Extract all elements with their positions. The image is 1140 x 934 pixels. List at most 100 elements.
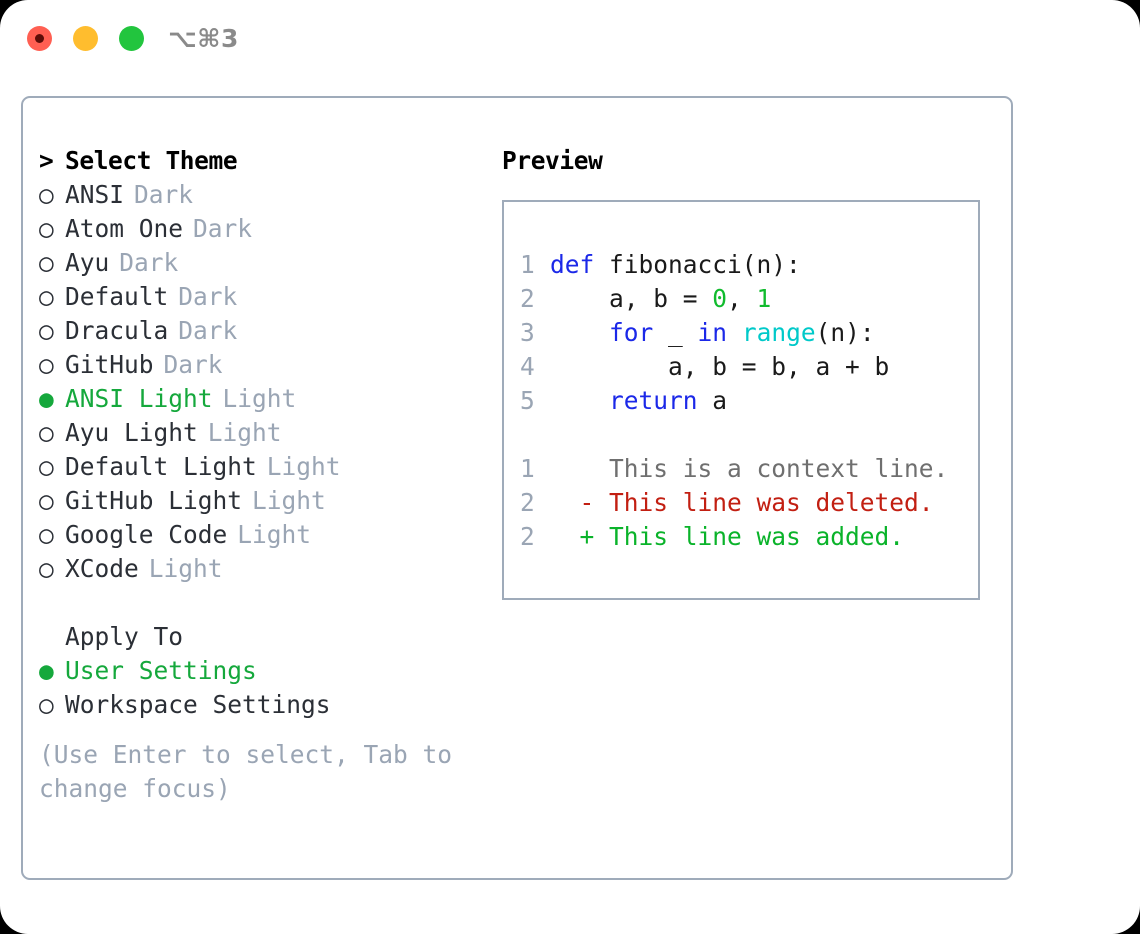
- theme-option-variant: Dark: [119, 248, 179, 277]
- spacer-icon: ○: [39, 620, 65, 654]
- code-token: _: [653, 318, 698, 347]
- line-number: 4: [520, 352, 535, 381]
- theme-option-name: ANSI Light: [65, 384, 213, 413]
- apply-to-option[interactable]: ○Workspace Settings: [39, 688, 499, 722]
- line-number: 2: [520, 522, 535, 551]
- code-token: a, b = b, a + b: [550, 352, 890, 381]
- theme-list-header: >Select Theme: [39, 144, 499, 178]
- diff-line-text: + This line was added.: [550, 522, 905, 551]
- radio-selected-icon: ●: [39, 656, 54, 685]
- theme-option-variant: Light: [222, 384, 297, 413]
- theme-option-variant: Light: [266, 452, 341, 481]
- code-token: a: [697, 386, 728, 415]
- radio-unselected-icon: ○: [39, 316, 54, 345]
- window-controls: [27, 26, 144, 51]
- line-number: 2: [520, 488, 535, 517]
- theme-option-variant: Dark: [134, 180, 194, 209]
- theme-option[interactable]: ○ Atom One Dark: [39, 212, 499, 246]
- theme-option-variant: Dark: [163, 350, 223, 379]
- diff-line: 1 This is a context line.: [520, 452, 978, 486]
- code-token: def: [550, 250, 610, 279]
- diff-line-text: This is a context line.: [550, 454, 949, 483]
- apply-to-option[interactable]: ● User Settings: [39, 654, 499, 688]
- theme-option-variant: Light: [237, 520, 312, 549]
- apply-to-option-name: User Settings: [65, 656, 257, 685]
- theme-option-name: Ayu Light: [65, 418, 198, 447]
- theme-option-name: ANSI: [65, 180, 125, 209]
- theme-option[interactable]: ○ Default Light Light: [39, 450, 499, 484]
- radio-unselected-icon: ○: [39, 452, 54, 481]
- code-token: fibonacci(n):: [609, 250, 801, 279]
- radio-unselected-icon: ○: [39, 180, 54, 209]
- close-button[interactable]: [27, 26, 52, 51]
- theme-option-name: Dracula: [65, 316, 169, 345]
- code-line: 1 def fibonacci(n):: [520, 248, 978, 282]
- keyboard-hint: (Use Enter to select, Tab to change focu…: [39, 740, 453, 803]
- keyboard-shortcut-label: ⌥⌘3: [168, 24, 239, 53]
- theme-option-variant: Light: [148, 554, 223, 583]
- theme-option-name: GitHub: [65, 350, 154, 379]
- code-line: 4 a, b = b, a + b: [520, 350, 978, 384]
- radio-unselected-icon: ○: [39, 520, 54, 549]
- code-token: [727, 318, 742, 347]
- diff-line-text: - This line was deleted.: [550, 488, 934, 517]
- line-number: 1: [520, 250, 535, 279]
- code-line: 3 for _ in range(n):: [520, 316, 978, 350]
- theme-option-variant: Dark: [178, 282, 238, 311]
- code-token: for: [609, 318, 654, 347]
- code-token: return: [609, 386, 698, 415]
- spacer: [520, 418, 978, 452]
- theme-option-name: Default Light: [65, 452, 257, 481]
- theme-option-name: XCode: [65, 554, 139, 583]
- code-token: [550, 318, 609, 347]
- theme-option-name: Ayu: [65, 248, 110, 277]
- theme-option-variant: Dark: [178, 316, 238, 345]
- diff-line: 2 + This line was added.: [520, 520, 978, 554]
- theme-option[interactable]: ○ ANSI Dark: [39, 178, 499, 212]
- line-number: 1: [520, 454, 535, 483]
- apply-to-options: ● User Settings ○Workspace Settings: [39, 654, 499, 722]
- radio-unselected-icon: ○: [39, 418, 54, 447]
- theme-option[interactable]: ● ANSI Light Light: [39, 382, 499, 416]
- code-line: 2 a, b = 0, 1: [520, 282, 978, 316]
- radio-selected-icon: ●: [39, 384, 54, 413]
- theme-option-variant: Light: [252, 486, 326, 515]
- theme-option[interactable]: ○ Ayu Dark: [39, 246, 499, 280]
- theme-option[interactable]: ○ Dracula Dark: [39, 314, 499, 348]
- theme-option-name: Default: [65, 282, 169, 311]
- zoom-button[interactable]: [119, 26, 144, 51]
- diff-sample: 1 This is a context line.2 - This line w…: [520, 452, 978, 554]
- code-line: 5 return a: [520, 384, 978, 418]
- spacer: [39, 586, 499, 620]
- line-number: 5: [520, 386, 535, 415]
- caret-icon: >: [39, 146, 54, 175]
- code-token: a, b =: [550, 284, 713, 313]
- code-token: range: [741, 318, 816, 347]
- theme-option-name: GitHub Light: [65, 486, 243, 515]
- code-token: 1: [756, 284, 772, 313]
- radio-unselected-icon: ○: [39, 248, 54, 277]
- diff-line: 2 - This line was deleted.: [520, 486, 978, 520]
- line-number: 3: [520, 318, 535, 347]
- code-token: 0: [712, 284, 728, 313]
- minimize-button[interactable]: [73, 26, 98, 51]
- radio-unselected-icon: ○: [39, 214, 54, 243]
- theme-option-name: Atom One: [65, 214, 184, 243]
- apply-to-label: Apply To: [65, 622, 184, 651]
- theme-option[interactable]: ○ Ayu Light Light: [39, 416, 499, 450]
- line-number: 2: [520, 284, 535, 313]
- theme-option[interactable]: ○ GitHub Dark: [39, 348, 499, 382]
- theme-option-variant: Light: [207, 418, 282, 447]
- radio-unselected-icon: ○: [39, 350, 54, 379]
- theme-option-variant: Dark: [193, 214, 253, 243]
